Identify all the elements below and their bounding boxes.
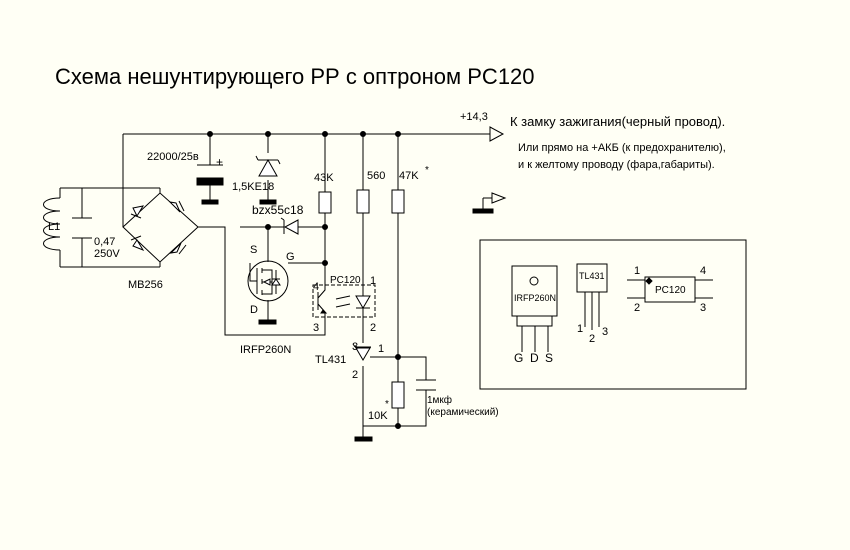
resistor-47k-icon — [391, 189, 405, 214]
pinout-irfp-label: IRFP260N — [514, 293, 556, 303]
tl431-pin1: 1 — [378, 343, 384, 355]
resistor-47k-label: 47K — [399, 170, 419, 182]
pinout-pc120-pin1: 1 — [634, 265, 640, 277]
coil-l1-icon — [43, 188, 61, 267]
supply-voltage: +14,3 — [460, 111, 488, 123]
irfp260n-package-icon — [511, 265, 558, 352]
tl431-icon — [352, 343, 371, 361]
ground-bar-icon — [354, 436, 373, 442]
opto-pin1: 1 — [370, 275, 376, 287]
supply-arrow-icon — [489, 126, 505, 142]
opto-pin4: 4 — [313, 281, 319, 293]
pinout-pc120-pin3: 3 — [700, 302, 706, 314]
coil-label: L1 — [48, 221, 60, 233]
zener-diode-icon — [280, 217, 299, 235]
auxiliary-ground-arrow-icon — [472, 192, 507, 214]
mosfet-d-label: D — [250, 304, 258, 316]
resistor-10k-label: 10K — [368, 410, 388, 422]
supply-note-main: К замку зажигания(черный провод). — [510, 114, 725, 129]
wires — [60, 133, 492, 437]
bulk-capacitor-icon — [196, 164, 224, 205]
mosfet-g-label: G — [286, 251, 295, 263]
resistor-10k-star: * — [385, 399, 389, 410]
tl431-pin2: 2 — [352, 369, 358, 381]
tl431-package-icon — [576, 263, 608, 330]
resistor-560-icon — [356, 189, 370, 214]
diagram-title: Схема нешунтирующего РР с оптроном PC120 — [55, 64, 535, 89]
pinout-pc120-label: PC120 — [655, 285, 686, 296]
resistor-47k-star: * — [425, 165, 429, 176]
opto-label: PC120 — [330, 275, 361, 286]
resistor-10k-icon — [391, 381, 405, 409]
bridge-rectifier-icon — [122, 160, 199, 263]
junction-dots — [207, 131, 401, 429]
pinout-irfp-s: S — [545, 351, 553, 365]
bulk-cap-label: 22000/25в — [147, 151, 199, 163]
output-cap-note: (керамический) — [427, 407, 499, 418]
input-cap-voltage: 250V — [94, 248, 120, 260]
pinout-tl431-pin3: 3 — [602, 326, 608, 338]
pinout-tl431-pin2: 2 — [589, 333, 595, 345]
tvs-diode-icon — [255, 155, 281, 205]
tvs-label: 1,5KE18 — [232, 181, 274, 193]
tl431-pin3: 3 — [352, 341, 358, 353]
resistor-560-label: 560 — [367, 170, 385, 182]
pc120-package-icon — [627, 276, 713, 303]
input-cap-value: 0,47 — [94, 236, 115, 248]
input-capacitor-icon — [72, 217, 92, 239]
tl431-label: TL431 — [315, 354, 346, 366]
opto-pin2: 2 — [370, 322, 376, 334]
resistor-43k-icon — [318, 191, 332, 214]
resistor-43k-label: 43K — [314, 172, 334, 184]
pinout-panel: IRFP260N G D S TL431 1 2 3 PC120 1 2 3 4 — [479, 239, 747, 390]
pinout-irfp-g: G — [514, 351, 523, 365]
pinout-tl431-pin1: 1 — [577, 323, 583, 335]
optocoupler-icon — [312, 284, 376, 318]
mosfet-s-label: S — [250, 244, 257, 256]
bulk-cap-plus: + — [216, 155, 223, 169]
supply-note-alt2: и к желтому проводу (фара,габариты). — [518, 159, 715, 171]
zener-label: bzx55c18 — [252, 203, 304, 217]
pinout-tl431-label: TL431 — [579, 271, 605, 281]
pinout-pc120-pin2: 2 — [634, 302, 640, 314]
mosfet-label: IRFP260N — [240, 344, 291, 356]
bridge-label: MB256 — [128, 279, 163, 291]
mosfet-icon — [247, 260, 289, 325]
output-cap-value: 1мкф — [427, 394, 452, 406]
pinout-pc120-pin4: 4 — [700, 265, 706, 277]
pinout-irfp-d: D — [530, 351, 539, 365]
output-capacitor-icon — [416, 379, 436, 398]
supply-note-alt1: Или прямо на +АКБ (к предохранителю), — [518, 142, 726, 154]
opto-pin3: 3 — [313, 322, 319, 334]
